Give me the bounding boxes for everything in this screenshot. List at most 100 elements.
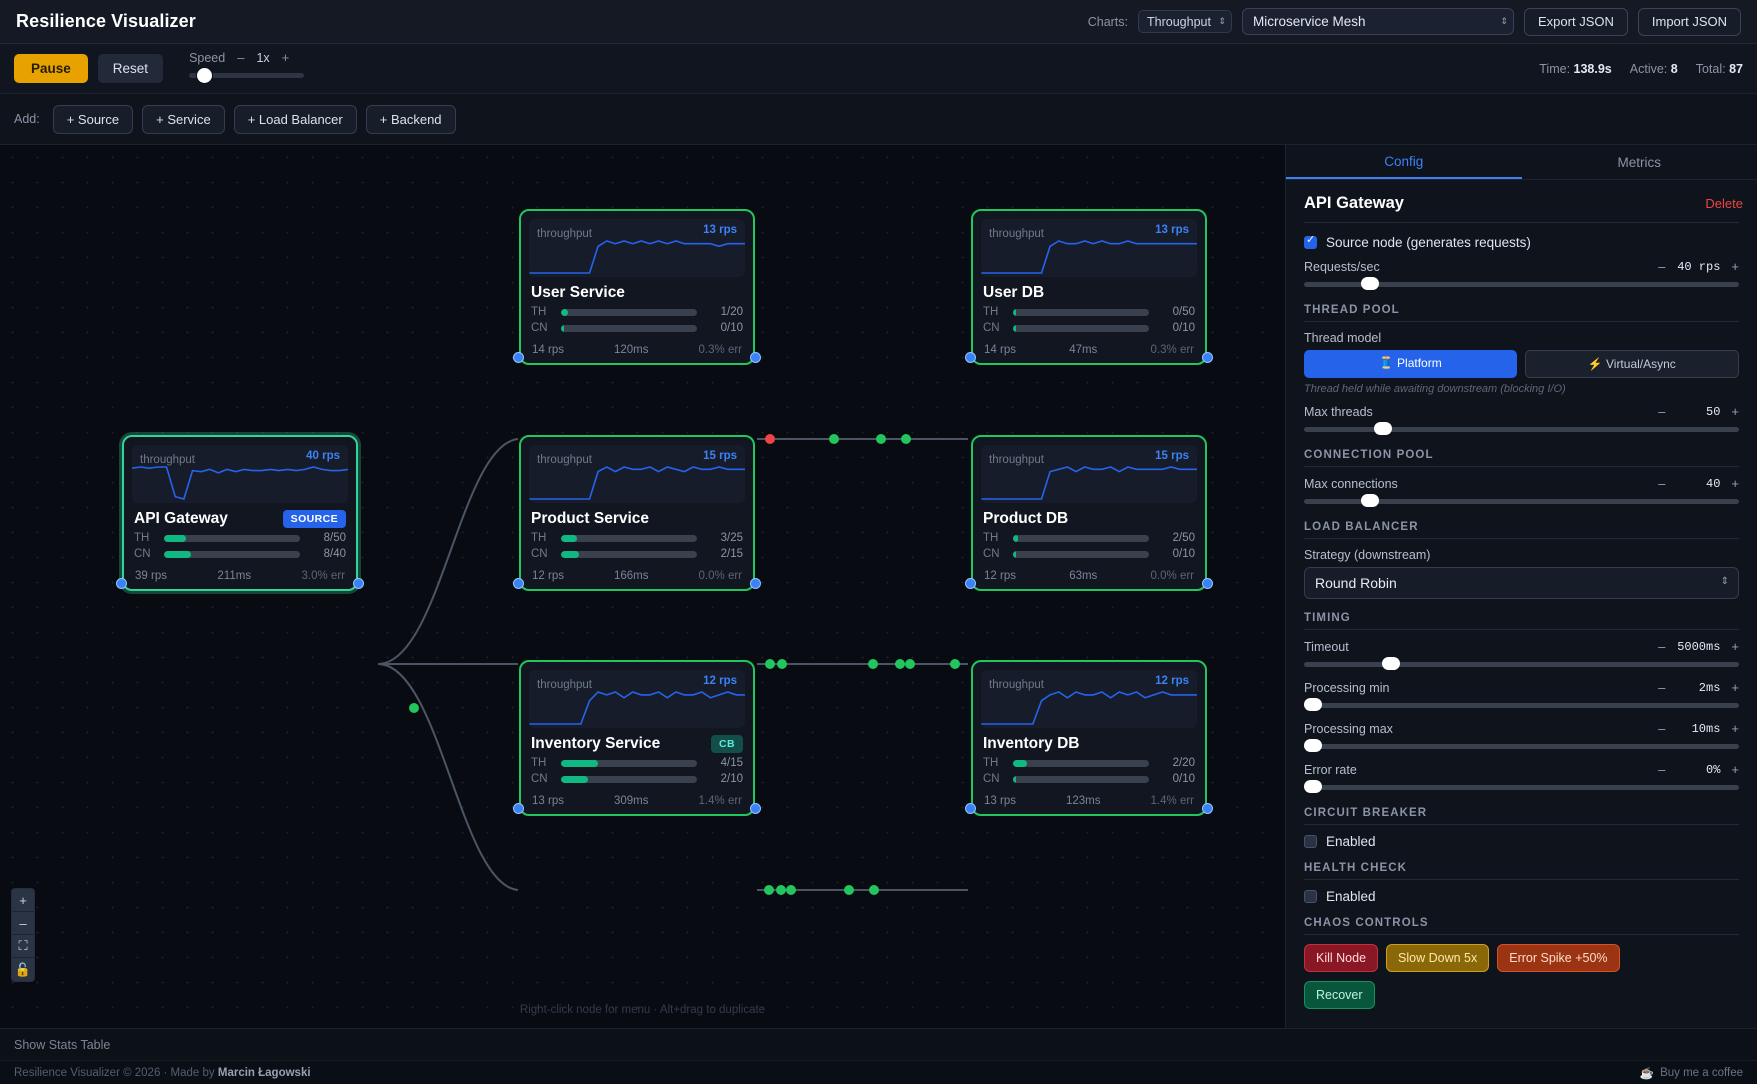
processing-min-increase[interactable]: + xyxy=(1731,680,1739,695)
add-load-balancer-button[interactable]: + Load Balancer xyxy=(233,104,357,134)
port-out-user-service[interactable] xyxy=(750,352,761,363)
port-out-inventory-db[interactable] xyxy=(1202,803,1213,814)
add-service-button[interactable]: + Service xyxy=(142,104,225,134)
max-connections-decrease[interactable]: – xyxy=(1658,476,1666,491)
charts-select[interactable]: Throughput xyxy=(1138,10,1233,33)
slider-knob[interactable] xyxy=(1373,422,1392,435)
error-rate-decrease[interactable]: – xyxy=(1658,762,1666,777)
port-in-api-gateway[interactable] xyxy=(116,578,127,589)
thread-model-platform-button[interactable]: 🧵 Platform xyxy=(1304,350,1517,378)
slider-knob[interactable] xyxy=(1360,494,1379,507)
port-out-user-db[interactable] xyxy=(1202,352,1213,363)
port-in-product-service[interactable] xyxy=(513,578,524,589)
port-in-user-service[interactable] xyxy=(513,352,524,363)
error-spike-button[interactable]: Error Spike +50% xyxy=(1497,944,1620,972)
speed-increase-button[interactable]: + xyxy=(281,50,290,65)
add-source-button[interactable]: + Source xyxy=(52,104,134,134)
thread-model-virtual-button[interactable]: ⚡ Virtual/Async xyxy=(1524,350,1739,378)
thread-label: TH xyxy=(983,757,999,769)
slider-knob[interactable] xyxy=(1382,657,1401,670)
error-rate-increase[interactable]: + xyxy=(1731,762,1739,777)
fit-view-icon[interactable]: ⛶ xyxy=(12,935,34,958)
port-out-api-gateway[interactable] xyxy=(353,578,364,589)
speed-decrease-button[interactable]: – xyxy=(237,50,245,65)
timeout-decrease[interactable]: – xyxy=(1658,639,1666,654)
thread-model-segmented[interactable]: 🧵 Platform ⚡ Virtual/Async xyxy=(1304,350,1739,378)
requests-per-sec-slider[interactable] xyxy=(1304,277,1739,291)
source-node-checkbox-row[interactable]: Source node (generates requests) xyxy=(1304,235,1739,250)
conn-bar xyxy=(1013,775,1149,783)
processing-min-decrease[interactable]: – xyxy=(1658,680,1666,695)
port-in-inventory-service[interactable] xyxy=(513,803,524,814)
kill-node-button[interactable]: Kill Node xyxy=(1304,944,1379,972)
port-in-inventory-db[interactable] xyxy=(965,803,976,814)
source-node-checkbox[interactable] xyxy=(1304,235,1317,249)
tab-config[interactable]: Config xyxy=(1286,145,1522,179)
port-out-inventory-service[interactable] xyxy=(750,803,761,814)
max-threads-decrease[interactable]: – xyxy=(1658,404,1666,419)
add-backend-button[interactable]: + Backend xyxy=(365,104,456,134)
speed-slider-track[interactable] xyxy=(189,72,305,78)
max-connections-increase[interactable]: + xyxy=(1731,476,1739,491)
port-in-user-db[interactable] xyxy=(965,352,976,363)
thread-bar xyxy=(561,759,697,767)
node-error-rate: 1.4% err xyxy=(1150,795,1194,807)
processing-max-slider[interactable] xyxy=(1304,739,1739,753)
conn-value: 0/10 xyxy=(1172,773,1195,785)
requests-per-sec-decrease[interactable]: – xyxy=(1658,259,1666,274)
max-connections-slider[interactable] xyxy=(1304,494,1739,508)
scenario-select-wrap[interactable]: Microservice Mesh ⇕ xyxy=(1242,8,1515,35)
port-in-product-db[interactable] xyxy=(965,578,976,589)
slow-down-button[interactable]: Slow Down 5x xyxy=(1386,944,1490,972)
tab-metrics[interactable]: Metrics xyxy=(1617,154,1662,170)
show-stats-table-button[interactable]: Show Stats Table xyxy=(14,1037,111,1052)
slider-knob[interactable] xyxy=(1304,780,1322,793)
node-latency: 47ms xyxy=(1069,344,1098,356)
circuit-breaker-enabled-row[interactable]: Enabled xyxy=(1304,834,1739,849)
max-threads-increase[interactable]: + xyxy=(1731,404,1739,419)
slider-knob[interactable] xyxy=(1304,739,1322,752)
import-json-button[interactable]: Import JSON xyxy=(1637,7,1741,36)
health-check-enabled-row[interactable]: Enabled xyxy=(1304,889,1739,904)
delete-node-button[interactable]: Delete xyxy=(1705,196,1743,211)
error-rate-slider[interactable] xyxy=(1304,780,1739,794)
lock-icon[interactable]: 🔓 xyxy=(14,961,32,977)
port-out-product-service[interactable] xyxy=(750,578,761,589)
requests-per-sec-increase[interactable]: + xyxy=(1731,259,1739,274)
slider-knob[interactable] xyxy=(1304,698,1322,711)
processing-min-slider[interactable] xyxy=(1304,698,1739,712)
charts-select-wrap[interactable]: Throughput ⇕ xyxy=(1138,10,1233,33)
circuit-breaker-checkbox[interactable] xyxy=(1304,835,1317,848)
sparkline-label: throughput xyxy=(989,679,1044,691)
pause-button[interactable]: Pause xyxy=(14,54,88,83)
zoom-out-icon[interactable]: – xyxy=(12,912,34,935)
speed-slider-knob[interactable] xyxy=(197,67,213,83)
export-json-button[interactable]: Export JSON xyxy=(1524,7,1628,36)
slider-knob[interactable] xyxy=(1360,277,1379,290)
reset-button[interactable]: Reset xyxy=(97,54,164,83)
port-out-product-db[interactable] xyxy=(1202,578,1213,589)
zoom-controls[interactable]: + – ⛶ 🔓 xyxy=(11,888,35,982)
timeout-increase[interactable]: + xyxy=(1731,639,1739,654)
recover-button[interactable]: Recover xyxy=(1304,981,1375,1009)
processing-max-increase[interactable]: + xyxy=(1731,721,1739,736)
health-check-checkbox[interactable] xyxy=(1304,890,1317,903)
scenario-select[interactable]: Microservice Mesh xyxy=(1242,8,1515,35)
max-threads-slider[interactable] xyxy=(1304,422,1739,436)
strategy-select[interactable]: Round Robin xyxy=(1304,567,1739,599)
buy-me-a-coffee-link[interactable]: ☕ Buy me a coffee xyxy=(1640,1066,1743,1080)
strategy-select-wrap[interactable]: Round Robin ⇕ xyxy=(1304,567,1739,599)
processing-max-decrease[interactable]: – xyxy=(1658,721,1666,736)
zoom-in-icon[interactable]: + xyxy=(12,889,34,912)
conn-bar xyxy=(1013,550,1149,558)
timeout-slider[interactable] xyxy=(1304,657,1739,671)
